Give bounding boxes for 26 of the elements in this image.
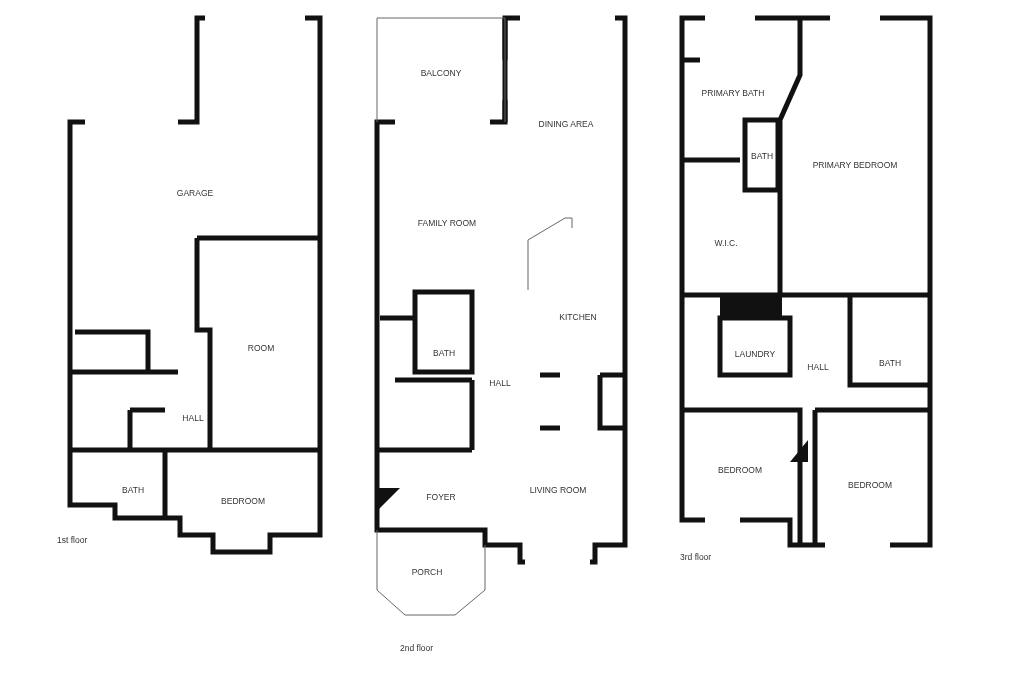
room-label: ROOM bbox=[247, 343, 275, 353]
room-label: LIVING ROOM bbox=[529, 485, 587, 495]
room-label: LAUNDRY bbox=[734, 349, 776, 359]
room-label: DINING AREA bbox=[538, 119, 594, 129]
room-label: PRIMARY BATH bbox=[701, 88, 765, 98]
room-label: PRIMARY BEDROOM bbox=[812, 160, 898, 170]
floor-label: 2nd floor bbox=[400, 643, 434, 653]
room-label: KITCHEN bbox=[559, 312, 597, 322]
room-label: BEDROOM bbox=[221, 496, 265, 506]
room-label: BATH bbox=[433, 348, 455, 358]
room-label: BATH bbox=[879, 358, 901, 368]
room-label: BATH bbox=[751, 151, 773, 161]
room-label: BEDROOM bbox=[718, 465, 762, 475]
floor-label: 3rd floor bbox=[680, 552, 712, 562]
room-label: HALL bbox=[182, 413, 204, 423]
room-label: BALCONY bbox=[420, 68, 462, 78]
room-label: W.I.C. bbox=[714, 238, 738, 248]
room-label: GARAGE bbox=[176, 188, 214, 198]
room-label: FOYER bbox=[426, 492, 456, 502]
room-label: PORCH bbox=[411, 567, 443, 577]
floor-label: 1st floor bbox=[57, 535, 88, 545]
room-label: FAMILY ROOM bbox=[417, 218, 477, 228]
room-label: BEDROOM bbox=[848, 480, 892, 490]
room-label: HALL bbox=[807, 362, 829, 372]
room-label: BATH bbox=[122, 485, 144, 495]
room-label: HALL bbox=[489, 378, 511, 388]
